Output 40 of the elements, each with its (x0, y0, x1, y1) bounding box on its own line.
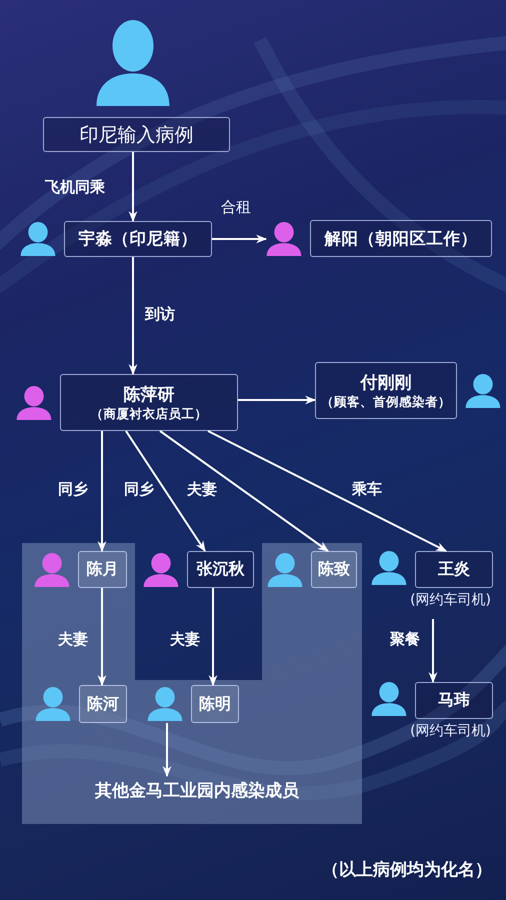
person-name: 王炎 (415, 551, 493, 588)
arrow (162, 723, 172, 778)
edge-label: 夫妻 (187, 480, 217, 499)
group-caption: 其他金马工业园内感染成员 (95, 780, 299, 802)
edge-label: 聚餐 (390, 630, 420, 649)
edge-label: 合租 (221, 198, 251, 217)
edge-label: 同乡 (124, 480, 154, 499)
edge-label: 到访 (145, 305, 175, 324)
role-note: （顾客、首例感染者） (321, 394, 451, 410)
person-name: 陈月 (78, 551, 127, 588)
arrow (208, 588, 218, 686)
arrow (212, 234, 268, 244)
arrow (238, 396, 316, 404)
person-name: 马玮 (415, 682, 493, 719)
person-name: 陈河 (79, 685, 127, 723)
person-name: 陈明 (191, 685, 239, 723)
edge-label: 夫妻 (58, 630, 88, 649)
edge-label: 同乡 (58, 480, 88, 499)
arrow (128, 257, 138, 376)
footnote: （以上病例均为化名） (322, 859, 492, 881)
person-name: 印尼输入病例 (43, 117, 230, 152)
edge-label: 夫妻 (170, 630, 200, 649)
edge-label: 飞机同乘 (45, 178, 105, 197)
role-note: （商厦衬衣店员工） (90, 406, 208, 422)
edge-label: 乘车 (352, 480, 382, 499)
person-name: 解阳（朝阳区工作） (310, 220, 492, 257)
person-name: 付刚刚 (360, 372, 412, 394)
role-note: (网约车司机) (410, 591, 491, 609)
arrow (208, 430, 447, 552)
person-name: 陈萍研 (124, 384, 174, 406)
person-name: 陈致 (311, 551, 357, 588)
role-note: (网约车司机) (410, 722, 491, 740)
group-band (22, 543, 362, 824)
arrow (428, 619, 438, 684)
arrow (125, 430, 206, 552)
arrow (98, 431, 106, 552)
arrow (98, 588, 106, 686)
arrow (159, 430, 329, 552)
arrow (128, 152, 138, 222)
person-name: 宇淼（印尼籍） (64, 221, 212, 257)
